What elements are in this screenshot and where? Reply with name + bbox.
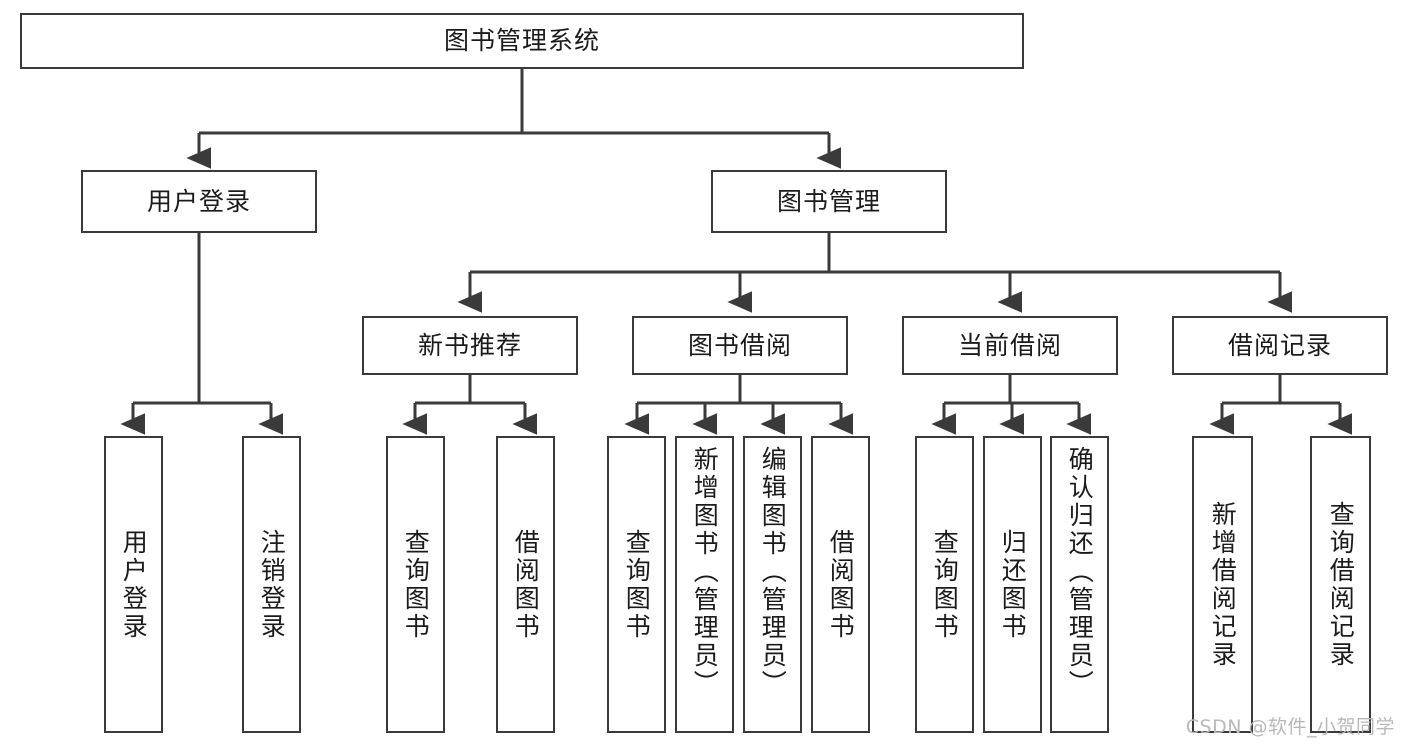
node-label: 归还图书	[998, 528, 1028, 641]
node-label: 当前借阅	[957, 330, 1062, 360]
leaf-record-add-record[interactable]: 新增借阅记录	[1192, 436, 1253, 733]
node-label: 图书管理	[776, 186, 881, 216]
leaf-user-login-login[interactable]: 用户登录	[104, 436, 163, 733]
node-label: 确认归还（管理员）	[1065, 446, 1095, 698]
leaf-current-confirm-return-admin[interactable]: 确认归还（管理员）	[1050, 436, 1109, 733]
node-book-management[interactable]: 图书管理	[711, 170, 947, 233]
node-label: 用户登录	[146, 186, 251, 216]
node-label: 查询图书	[401, 528, 431, 641]
node-label: 查询图书	[930, 528, 960, 641]
leaf-current-return-book[interactable]: 归还图书	[983, 436, 1042, 733]
node-label: 注销登录	[257, 528, 287, 641]
node-label: 借阅图书	[826, 528, 856, 641]
node-label: 查询借阅记录	[1326, 500, 1356, 669]
node-label: 图书管理系统	[443, 26, 600, 56]
leaf-borrow-edit-book-admin[interactable]: 编辑图书（管理员）	[743, 436, 802, 733]
node-label: 借阅记录	[1227, 330, 1332, 360]
node-current-borrow[interactable]: 当前借阅	[902, 316, 1118, 375]
node-label: 用户登录	[119, 528, 149, 641]
node-new-book-recommend[interactable]: 新书推荐	[362, 316, 578, 375]
node-label: 查询图书	[622, 528, 652, 641]
node-label: 新增借阅记录	[1208, 500, 1238, 669]
node-root-system[interactable]: 图书管理系统	[20, 13, 1024, 69]
leaf-record-query-record[interactable]: 查询借阅记录	[1310, 436, 1371, 733]
leaf-borrow-borrow-book[interactable]: 借阅图书	[811, 436, 870, 733]
leaf-borrow-add-book-admin[interactable]: 新增图书（管理员）	[675, 436, 734, 733]
leaf-borrow-query-book[interactable]: 查询图书	[607, 436, 666, 733]
node-label: 新增图书（管理员）	[690, 446, 720, 698]
watermark: CSDN @软件_小贺同学	[1185, 716, 1395, 738]
leaf-current-query-book[interactable]: 查询图书	[915, 436, 974, 733]
node-label: 借阅图书	[511, 528, 541, 641]
leaf-recommend-query-book[interactable]: 查询图书	[386, 436, 445, 733]
node-label: 图书借阅	[687, 330, 792, 360]
node-borrow-record[interactable]: 借阅记录	[1172, 316, 1388, 375]
node-user-login[interactable]: 用户登录	[81, 170, 317, 233]
node-label: 编辑图书（管理员）	[758, 446, 788, 698]
node-book-borrow[interactable]: 图书借阅	[632, 316, 848, 375]
node-label: 新书推荐	[417, 330, 522, 360]
leaf-user-login-logout[interactable]: 注销登录	[242, 436, 301, 733]
leaf-recommend-borrow-book[interactable]: 借阅图书	[496, 436, 555, 733]
